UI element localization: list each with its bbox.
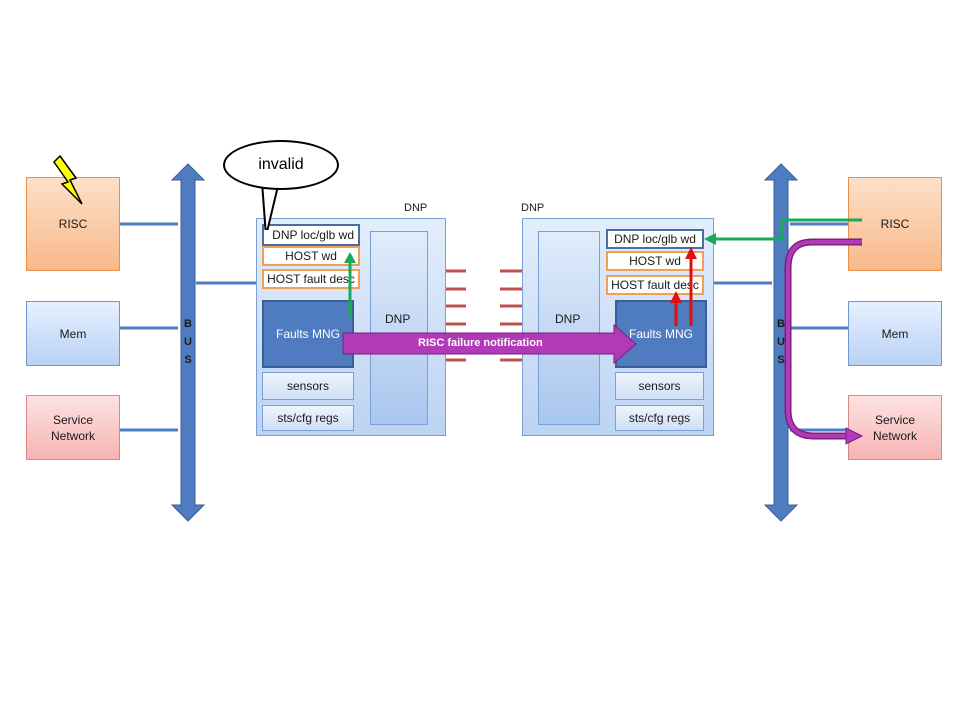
left-faults-mng-label: Faults MNG xyxy=(275,327,340,341)
left-loc-glb-wd-label: DNP loc/glb wd xyxy=(272,228,354,242)
right-red-arrows xyxy=(670,247,697,326)
left-bus-letter-s: S xyxy=(184,354,192,366)
left-host-fault-desc-register: HOST fault desc xyxy=(262,269,360,289)
left-bus-letter-u: U xyxy=(184,336,192,348)
right-host-wd-label: HOST wd xyxy=(629,254,681,268)
left-sensors-block: sensors xyxy=(262,372,354,400)
left-host-wd-register: HOST wd xyxy=(262,246,360,266)
right-sts-cfg-regs-block: sts/cfg regs xyxy=(615,405,704,431)
left-bus-letter-b: B xyxy=(184,318,192,330)
left-loc-glb-wd-register: DNP loc/glb wd xyxy=(262,224,360,246)
right-sts-cfg-regs-label: sts/cfg regs xyxy=(628,411,691,425)
right-bus-letter-u: U xyxy=(777,336,785,348)
left-network-label: Network xyxy=(50,428,95,443)
left-host-wd-label: HOST wd xyxy=(285,249,337,263)
left-sts-cfg-regs-label: sts/cfg regs xyxy=(277,411,339,425)
left-dnp-core-label: DNP xyxy=(385,312,411,326)
right-risc-block: RISC xyxy=(848,177,942,271)
right-host-fault-desc-register: HOST fault desc xyxy=(606,275,704,295)
right-dnp-core xyxy=(538,231,600,425)
right-dnp-core-label: DNP xyxy=(555,312,581,326)
left-risc-label: RISC xyxy=(58,217,88,231)
left-dnp-core xyxy=(370,231,428,425)
invalid-bubble-label: invalid xyxy=(258,156,304,173)
right-bus xyxy=(763,163,799,522)
left-service-network-block: Service Network xyxy=(26,395,120,460)
left-sts-cfg-regs-block: sts/cfg regs xyxy=(262,405,354,431)
right-host-wd-register: HOST wd xyxy=(606,251,704,271)
right-green-arrow xyxy=(704,218,862,245)
left-host-fault-desc-label: HOST fault desc xyxy=(267,272,355,286)
invalid-bubble: invalid xyxy=(223,140,339,190)
right-bus-letter-b: B xyxy=(777,318,785,330)
notification-label: RISC failure notification xyxy=(418,337,543,349)
right-sensors-label: sensors xyxy=(638,379,681,393)
left-green-arrow xyxy=(344,252,356,318)
right-faults-mng-label: Faults MNG xyxy=(628,327,693,341)
right-sensors-block: sensors xyxy=(615,372,704,400)
right-mem-block: Mem xyxy=(848,301,942,366)
right-mem-label: Mem xyxy=(881,326,909,341)
right-service-network-block: Service Network xyxy=(848,395,942,460)
left-mem-label: Mem xyxy=(59,326,87,341)
right-loc-glb-wd-label: DNP loc/glb wd xyxy=(614,232,696,246)
right-faults-mng-block: Faults MNG xyxy=(615,300,707,368)
right-magenta-curved-arrow xyxy=(784,238,864,445)
left-mem-block: Mem xyxy=(26,301,120,366)
left-sensors-label: sensors xyxy=(286,379,330,393)
right-service-label: Service xyxy=(874,412,915,427)
right-network-label: Network xyxy=(872,428,917,443)
left-dnp-title: DNP xyxy=(404,202,428,214)
left-service-label: Service xyxy=(52,412,93,427)
lightning-icon xyxy=(53,154,83,205)
right-dnp-title: DNP xyxy=(521,202,545,214)
risc-failure-notification-arrow xyxy=(342,323,637,365)
right-bus-letter-s: S xyxy=(777,354,785,366)
left-bus xyxy=(170,163,206,522)
right-risc-label: RISC xyxy=(880,217,910,231)
right-host-fault-desc-label: HOST fault desc xyxy=(611,278,699,292)
right-loc-glb-wd-register: DNP loc/glb wd xyxy=(606,229,704,249)
